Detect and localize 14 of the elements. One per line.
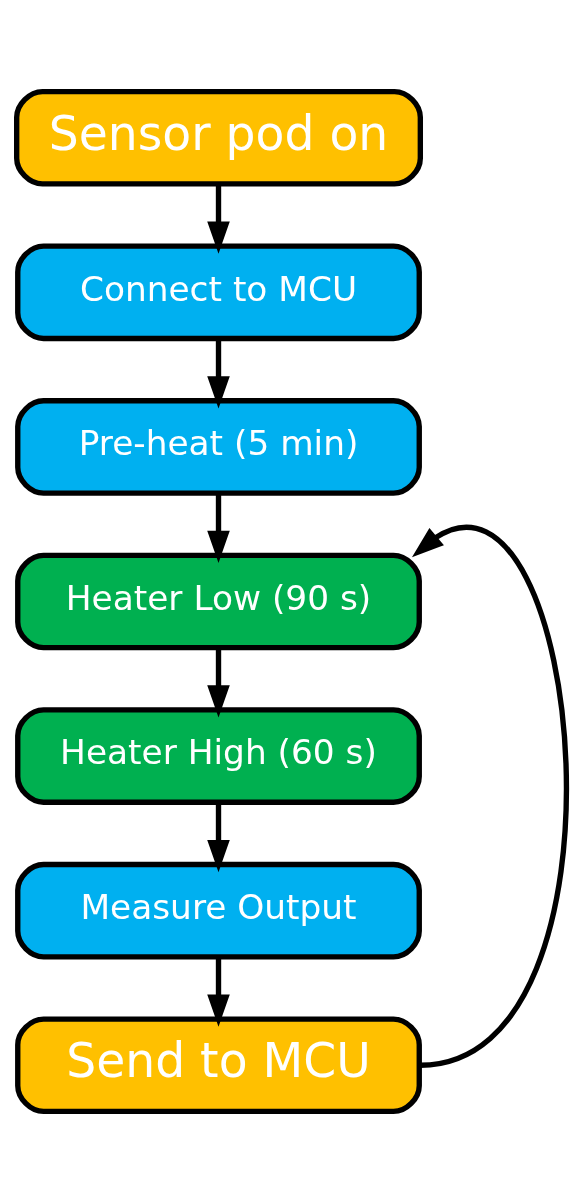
node-box: Heater Low (90 s) — [15, 552, 422, 651]
arrow — [207, 338, 230, 409]
arrow — [207, 802, 230, 873]
arrow — [207, 184, 230, 254]
node-box: Pre-heat (5 min) — [15, 398, 422, 496]
arrow — [207, 647, 230, 718]
node-box: Sensor pod on — [14, 88, 423, 187]
node-box: Heater High (60 s) — [15, 707, 422, 805]
arrow — [207, 493, 230, 563]
node-box: Connect to MCU — [15, 243, 422, 342]
arrow — [207, 957, 230, 1027]
node-box: Send to MCU — [15, 1016, 422, 1115]
arrow — [411, 525, 569, 1068]
node-box: Measure Output — [15, 861, 422, 960]
